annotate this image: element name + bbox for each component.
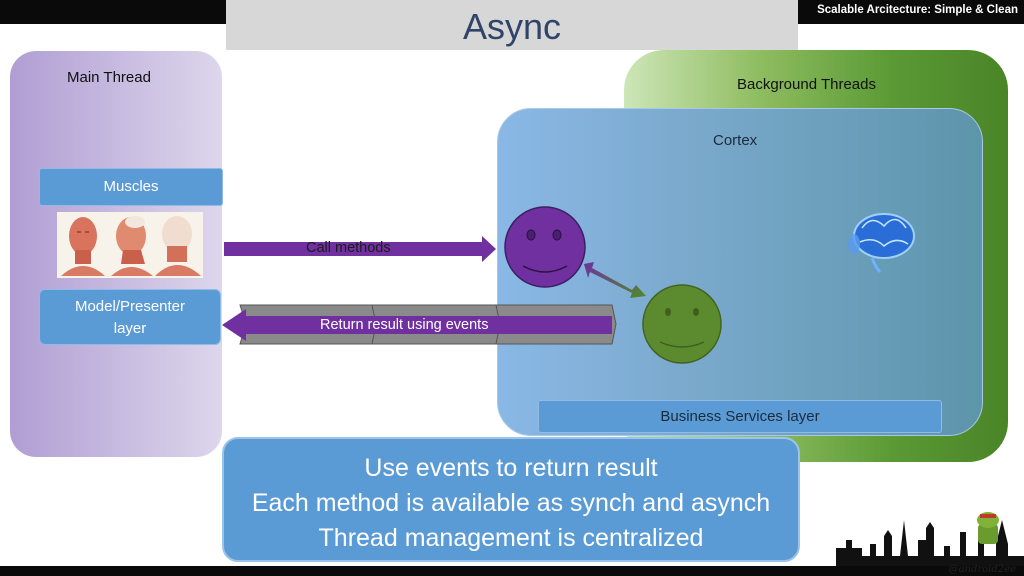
- slide-title: Async: [462, 6, 562, 47]
- head-side-icon: [111, 216, 153, 276]
- model-presenter-line1: Model/Presenter: [74, 298, 186, 315]
- bottom-bar: [0, 566, 1024, 576]
- model-presenter-box: Model/Presenter layer: [39, 289, 221, 345]
- muscles-box: Muscles: [39, 168, 223, 206]
- head-front-icon: [61, 217, 105, 276]
- cortex-label: Cortex: [713, 132, 758, 149]
- brand-label: Scalable Arcitecture: Simple & Clean: [817, 4, 1018, 16]
- summary-callout: Use events to return result Each method …: [222, 437, 800, 562]
- business-services-box: Business Services layer: [538, 400, 942, 433]
- city-skyline-icon: [836, 520, 1024, 566]
- exchange-double-arrow: [584, 262, 646, 298]
- callout-line-3: Thread management is centralized: [318, 524, 704, 552]
- title-tab: Async: [226, 0, 798, 50]
- return-result-label: Return result using events: [320, 317, 489, 333]
- main-thread-label: Main Thread: [67, 69, 151, 86]
- call-methods-label: Call methods: [306, 240, 391, 256]
- callout-line-1: Use events to return result: [364, 454, 658, 482]
- call-methods-arrow: [224, 236, 496, 262]
- model-presenter-line2: layer: [113, 320, 147, 337]
- callout-line-2: Each method is available as synch and as…: [251, 489, 771, 517]
- green-smiley-icon: [642, 284, 722, 364]
- head-back-icon: [155, 216, 201, 276]
- android-mascot-icon: [977, 512, 999, 544]
- return-result-arrow: [222, 309, 612, 341]
- purple-smiley-icon: [504, 206, 586, 288]
- author-handle: @android2ee: [948, 564, 1016, 575]
- cortex-panel: [497, 108, 983, 436]
- muscles-anatomy-image: [57, 212, 203, 278]
- brain-icon: [848, 213, 915, 274]
- background-threads-label: Background Threads: [737, 76, 876, 93]
